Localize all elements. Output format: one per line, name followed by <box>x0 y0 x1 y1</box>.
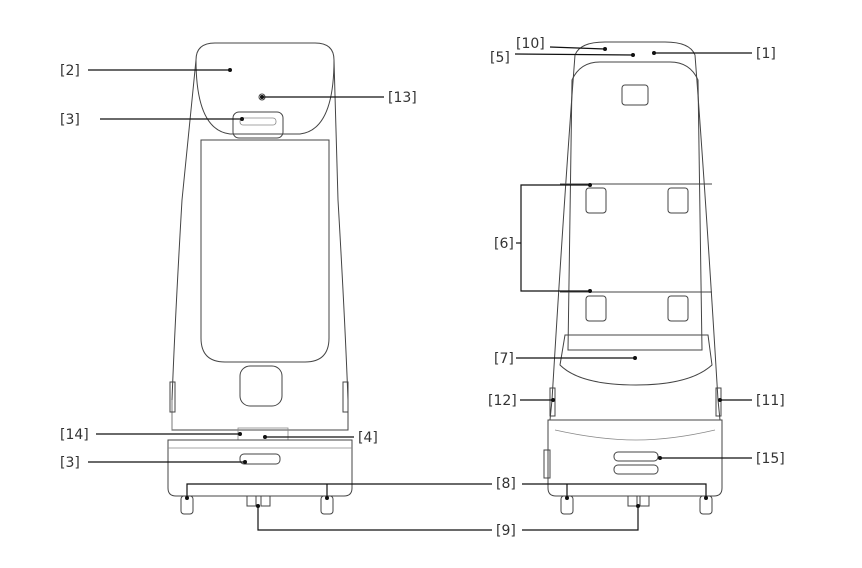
robot-back-view <box>543 41 723 515</box>
label-9: [9] <box>496 523 516 539</box>
label-7: [7] <box>494 351 514 367</box>
label-3-top: [3] <box>60 112 80 128</box>
label-2: [2] <box>60 63 80 79</box>
label-13: [13] <box>388 90 417 106</box>
label-3-bottom: [3] <box>60 455 80 471</box>
callout-lines <box>88 46 752 531</box>
robot-front-view <box>167 42 353 515</box>
label-8: [8] <box>496 476 516 492</box>
label-14: [14] <box>60 427 89 443</box>
label-15: [15] <box>756 451 785 467</box>
label-1: [1] <box>756 46 776 62</box>
label-12: [12] <box>488 393 517 409</box>
label-10: [10] <box>516 36 545 52</box>
label-6: [6] <box>494 236 514 252</box>
label-5: [5] <box>490 50 510 66</box>
label-11: [11] <box>756 393 785 409</box>
label-4: [4] <box>358 430 378 446</box>
